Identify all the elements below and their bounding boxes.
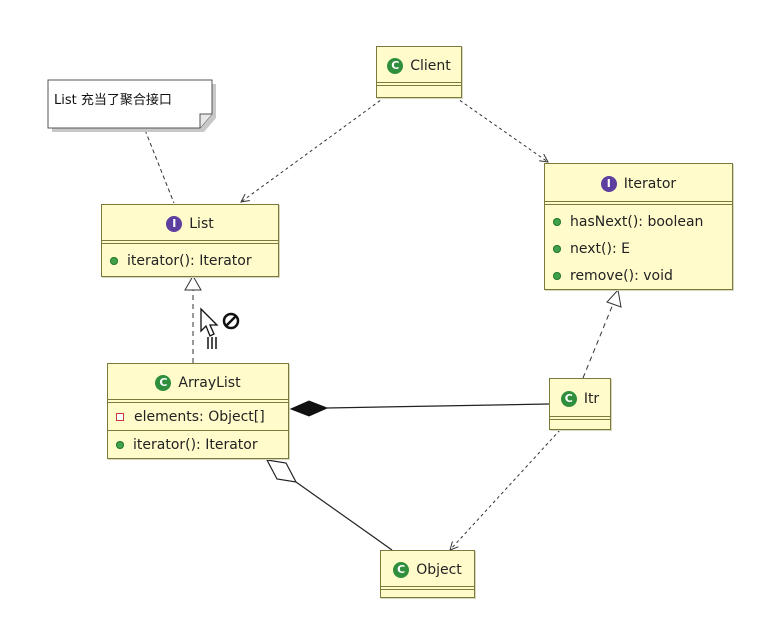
public-method-icon xyxy=(553,217,561,226)
public-method-icon xyxy=(553,271,561,280)
interface-list[interactable]: I List iterator(): Iterator xyxy=(101,204,279,277)
class-icon: C xyxy=(387,58,404,74)
member-separator xyxy=(108,430,288,431)
object-aggregation-line xyxy=(295,481,393,551)
note[interactable]: List 充当了聚合接口 xyxy=(48,80,214,128)
arraylist-field-elements[interactable]: elements: Object[] xyxy=(108,403,288,430)
note-shape xyxy=(47,79,216,132)
class-icon: C xyxy=(393,562,410,578)
client-to-iterator-dependency xyxy=(454,96,548,162)
iterator-method-next[interactable]: next(): E xyxy=(545,235,732,262)
class-itr-header: C Itr xyxy=(550,379,610,420)
interface-list-name: List xyxy=(189,216,214,232)
interface-icon: I xyxy=(600,176,617,192)
class-object-name: Object xyxy=(416,562,462,578)
note-text: List 充当了聚合接口 xyxy=(54,93,172,108)
cursor-icon xyxy=(200,307,219,349)
client-to-list-dependency xyxy=(241,96,386,202)
class-arraylist-header: C ArrayList xyxy=(108,364,288,403)
itr-realizes-iterator xyxy=(582,303,614,379)
iterator-method-hasnext[interactable]: hasNext(): boolean xyxy=(545,208,732,235)
interface-iterator-name: Iterator xyxy=(623,176,677,192)
class-itr[interactable]: C Itr xyxy=(549,378,611,430)
class-arraylist[interactable]: C ArrayList elements: Object[] iterator(… xyxy=(107,363,289,459)
note-anchor-line xyxy=(144,129,175,204)
iterator-realization-triangle xyxy=(606,288,622,308)
class-object-header: C Object xyxy=(381,551,474,590)
aggregation-diamond xyxy=(265,459,298,483)
interface-iterator[interactable]: I Iterator hasNext(): boolean next(): E … xyxy=(544,163,733,290)
method-label: iterator(): Iterator xyxy=(133,437,258,453)
method-label: next(): E xyxy=(570,240,630,257)
list-realization-triangle xyxy=(184,274,202,291)
class-client[interactable]: C Client xyxy=(376,46,462,98)
class-client-name: Client xyxy=(410,58,451,74)
public-method-icon xyxy=(553,244,561,253)
class-object[interactable]: C Object xyxy=(380,550,475,598)
class-client-header: C Client xyxy=(377,47,461,86)
interface-list-header: I List xyxy=(102,205,278,244)
itr-to-object-dependency xyxy=(450,429,561,550)
list-method-iterator[interactable]: iterator(): Iterator xyxy=(102,244,278,277)
class-icon: C xyxy=(560,391,577,407)
private-field-icon xyxy=(116,412,124,421)
class-icon: C xyxy=(155,375,172,391)
arraylist-method-iterator[interactable]: iterator(): Iterator xyxy=(108,431,288,459)
field-label: elements: Object[] xyxy=(134,408,265,425)
forbidden-icon xyxy=(222,312,240,330)
class-arraylist-name: ArrayList xyxy=(178,375,241,391)
method-label: hasNext(): boolean xyxy=(570,213,704,230)
class-itr-name: Itr xyxy=(583,391,600,407)
public-method-icon xyxy=(110,256,118,265)
iterator-method-remove[interactable]: remove(): void xyxy=(545,262,732,289)
method-label: remove(): void xyxy=(570,267,673,284)
method-label: iterator(): Iterator xyxy=(127,252,252,269)
interface-icon: I xyxy=(166,216,183,232)
composition-diamond xyxy=(289,400,329,417)
public-method-icon xyxy=(116,441,124,449)
interface-iterator-header: I Iterator xyxy=(545,164,732,205)
itr-composition-line xyxy=(326,403,550,409)
